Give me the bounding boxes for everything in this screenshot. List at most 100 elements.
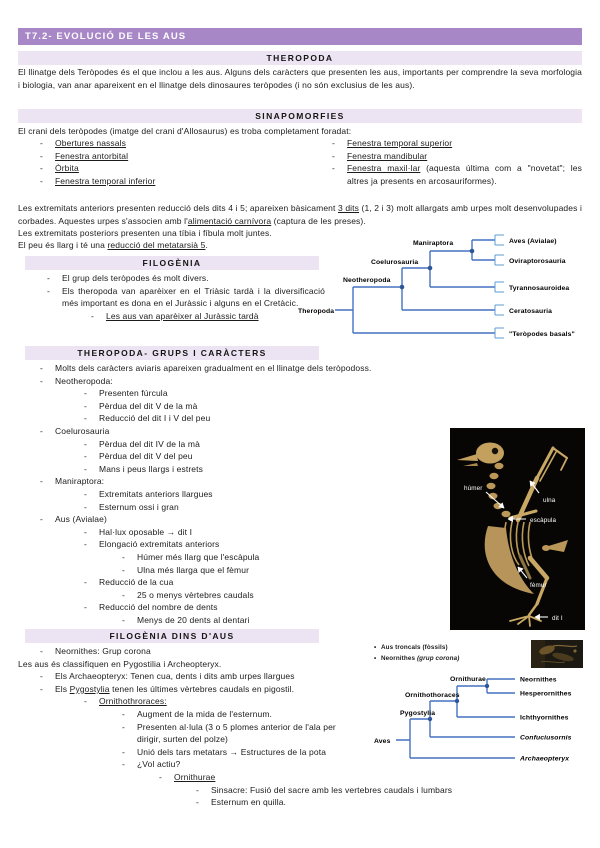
skeleton-label-ulna: ulna bbox=[543, 497, 556, 504]
bullet-dash: - bbox=[40, 163, 43, 174]
bullet-dash: - bbox=[122, 589, 125, 600]
list-item: -Unió dels tars metatars → Estructures d… bbox=[122, 746, 327, 757]
bullet-dash: - bbox=[122, 721, 125, 732]
list-item: -Fenestra maxil·lar (aquesta última com … bbox=[332, 163, 582, 186]
skeleton-label-dit: dit I bbox=[552, 615, 563, 622]
bullet-dash: - bbox=[84, 602, 87, 613]
bullet-dash: - bbox=[84, 400, 87, 411]
list-item: -Els theropoda van aparèixer en el Triàs… bbox=[47, 285, 325, 309]
list-item: -Elongació extremitats anteriors bbox=[84, 539, 220, 550]
list-item: -Fenestra antorbital bbox=[40, 150, 129, 161]
tree1-node-neotheropoda: Neotheropoda bbox=[343, 277, 391, 284]
list-item: -Fenestra temporal superior bbox=[332, 138, 453, 148]
list-item: -Mans i peus llargs i estrets bbox=[84, 463, 203, 474]
list-item: -Ornithurae bbox=[159, 771, 216, 782]
tree2-node-ornithurae: Ornithurae bbox=[450, 676, 486, 683]
paragraph-extremitats-posteriors: Les extremitats posteriors presenten una… bbox=[18, 228, 272, 238]
list-item: -Aus (Avialae) bbox=[40, 514, 107, 525]
grups-list: -Molts dels caràcters aviaris apareixen … bbox=[18, 362, 448, 626]
filogenia-list: -El grup dels teròpodes és molt divers.-… bbox=[25, 272, 325, 322]
section-header-theropoda: THEROPODA bbox=[18, 51, 582, 65]
bullet-dash: - bbox=[122, 614, 125, 625]
tree2-tip-confuciusornis: Confuciusornis bbox=[520, 735, 572, 742]
bullet-dash: - bbox=[84, 463, 87, 474]
list-item: -Obertures nassals bbox=[40, 138, 127, 148]
list-item: -Fenestra mandibular bbox=[332, 150, 428, 161]
section-header-grups: THEROPODA- GRUPS I CARÀCTERS bbox=[25, 346, 319, 360]
bullet-dash: - bbox=[84, 577, 87, 588]
list-item: -Òrbita bbox=[40, 163, 79, 174]
bullet-dash: - bbox=[40, 363, 43, 373]
tree2-tip-hesperornithes: Hesperornithes bbox=[520, 691, 572, 698]
bullet-dash: • bbox=[374, 644, 377, 651]
tree2-tip-ichthyornithes: Ichthyornithes bbox=[520, 715, 569, 722]
fenestra-list-left: -Obertures nassals -Fenestra antorbital -Ò… bbox=[18, 137, 298, 187]
list-item: -Els Pygostylia tenen les últimes vèrteb… bbox=[40, 683, 295, 694]
tree1-root-label: Theropoda bbox=[298, 308, 334, 315]
bullet-dash: - bbox=[122, 759, 125, 770]
list-item: -Pèrdua del dit V del peu bbox=[84, 451, 193, 462]
list-item: -Molts dels caràcters aviaris apareixen … bbox=[40, 363, 372, 373]
tree2-root-label: Aves bbox=[374, 738, 391, 745]
tree1-tip-oviraptorosauria: Oviraptorosauria bbox=[509, 258, 566, 265]
bullet-dash: - bbox=[40, 425, 43, 436]
skeleton-label-femur: fèmur bbox=[530, 582, 547, 589]
tree1-tip-aves: Aves (Avialae) bbox=[509, 238, 557, 245]
bullet-dash: - bbox=[40, 150, 43, 161]
list-item: -Reducció del nombre de dents bbox=[84, 602, 218, 613]
bullet-dash: - bbox=[47, 285, 50, 296]
list-item: -Pèrdua del dit V de la mà bbox=[84, 400, 198, 411]
list-item: -Extremitats anteriors llargues bbox=[84, 488, 213, 499]
bullet-dash: - bbox=[84, 526, 87, 537]
bullet-dash: - bbox=[122, 746, 125, 757]
list-item: -Húmer més llarg que l'escàpula bbox=[122, 551, 260, 562]
list-item: -Fenestra temporal inferior bbox=[40, 175, 156, 186]
fenestra-list-right: -Fenestra temporal superior -Fenestra man… bbox=[310, 137, 582, 187]
list-item: •Aus troncals (fòssils) bbox=[374, 644, 448, 651]
paragraph-peu: El peu és llarg i té una reducció del me… bbox=[18, 240, 208, 250]
bullet-dash: - bbox=[159, 771, 162, 782]
list-item: -Coelurosauria bbox=[40, 425, 110, 436]
aus-legend: •Aus troncals (fòssils)•Neornithes (grup… bbox=[372, 642, 522, 664]
section-header-filogenia: FILOGÈNIA bbox=[25, 256, 319, 270]
bullet-dash: - bbox=[84, 451, 87, 462]
tree1-tip-tyrannosauroidea: Tyrannosauroidea bbox=[509, 285, 569, 292]
list-item: Les aus és classifiquen en Pygostilia i … bbox=[18, 658, 222, 669]
fossil-image bbox=[531, 640, 583, 668]
bullet-dash: - bbox=[40, 646, 43, 656]
bullet-dash: • bbox=[374, 655, 377, 662]
bullet-dash: - bbox=[84, 488, 87, 499]
list-item: -Sinsacre: Fusió del sacre amb les verte… bbox=[196, 784, 453, 795]
tree2-node-ornithothoraces: Ornithothoraces bbox=[405, 692, 460, 699]
bullet-dash: - bbox=[196, 784, 199, 795]
skeleton-label-humer: húmer bbox=[464, 485, 482, 492]
list-item: -El grup dels teròpodes és molt divers. bbox=[47, 273, 209, 283]
bullet-dash: - bbox=[84, 438, 87, 449]
list-item: -¿Vol actiu? bbox=[122, 759, 181, 770]
bullet-dash: - bbox=[84, 501, 87, 512]
list-item: -Menys de 20 dents al dentari bbox=[122, 614, 250, 625]
bullet-dash: - bbox=[47, 273, 50, 283]
bullet-dash: - bbox=[40, 375, 43, 386]
bullet-dash: - bbox=[122, 551, 125, 562]
list-item: -Neornithes: Grup corona bbox=[40, 646, 151, 656]
list-item: -Hal·lux oposable → dit I bbox=[84, 526, 193, 537]
page-title: T7.2- EVOLUCIÓ DE LES AUS bbox=[18, 28, 582, 45]
phylo-tree-aus: Aves Pygostylia Ornithothoraces Ornithur… bbox=[374, 676, 572, 763]
bullet-dash: - bbox=[332, 163, 335, 174]
list-item: -Els Archaeopteryx: Tenen cua, dents i d… bbox=[40, 671, 295, 682]
bullet-dash: - bbox=[196, 797, 199, 808]
list-item: -Esternum ossi i gran bbox=[84, 501, 179, 512]
list-item: -Ornithothroraces: bbox=[84, 696, 167, 707]
list-item: -Presenten al·lula (3 o 5 plomes anterio… bbox=[122, 721, 336, 745]
bullet-dash: - bbox=[40, 138, 43, 148]
bullet-dash: - bbox=[122, 564, 125, 575]
list-item: -25 o menys vèrtebres caudals bbox=[122, 589, 254, 600]
tree1-node-maniraptora: Maniraptora bbox=[413, 240, 453, 247]
tree1-tip-ceratosauria: Ceratosauria bbox=[509, 308, 552, 315]
list-item: -Maniraptora: bbox=[40, 476, 105, 487]
bullet-dash: - bbox=[332, 138, 335, 148]
list-item: -Presenten fúrcula bbox=[84, 388, 168, 399]
